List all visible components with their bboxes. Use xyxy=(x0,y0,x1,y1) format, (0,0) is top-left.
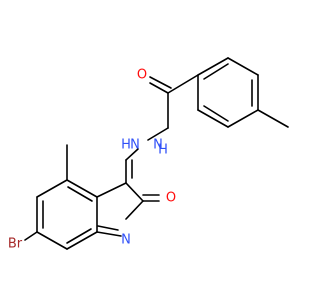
carbonyl-oxygen-label: O xyxy=(137,68,147,83)
bond xyxy=(125,148,139,161)
structure-svg: O H N H N O N Br xyxy=(8,57,289,252)
toluoyl-ring xyxy=(197,57,289,128)
bromo-bond xyxy=(24,231,38,241)
bond xyxy=(66,231,98,250)
bond xyxy=(36,179,68,198)
methyl-bond xyxy=(257,109,289,128)
bond xyxy=(227,109,259,128)
amide-hydrazide xyxy=(125,74,199,184)
carbonyl-bond xyxy=(149,82,169,94)
bond xyxy=(96,182,127,198)
amide-hydrogen-label: H xyxy=(158,143,168,158)
isatin-core xyxy=(24,144,160,250)
bromine-label: Br xyxy=(8,237,23,252)
bond xyxy=(96,231,122,237)
bond xyxy=(203,63,229,80)
bond xyxy=(67,186,93,202)
bond xyxy=(125,182,144,202)
hydrazone-hydrogen-label: H xyxy=(121,138,131,153)
bond xyxy=(167,74,199,94)
bond xyxy=(197,57,229,76)
ring-nitrogen-label: N xyxy=(121,233,131,248)
bond xyxy=(147,127,169,141)
bond xyxy=(36,231,68,250)
bond xyxy=(197,109,229,128)
bond xyxy=(227,57,259,76)
carbonyl-bond xyxy=(149,76,172,89)
bond xyxy=(125,200,144,220)
bond xyxy=(66,228,92,244)
bond xyxy=(97,225,119,231)
hydrazone-nitrogen-label: N xyxy=(130,138,140,153)
bond xyxy=(203,105,229,122)
molecule-diagram: O H N H N O N Br xyxy=(7,57,289,252)
lactam-oxygen-label: O xyxy=(166,191,176,206)
amide-nitrogen-label: N xyxy=(153,138,163,153)
bond xyxy=(66,179,98,198)
